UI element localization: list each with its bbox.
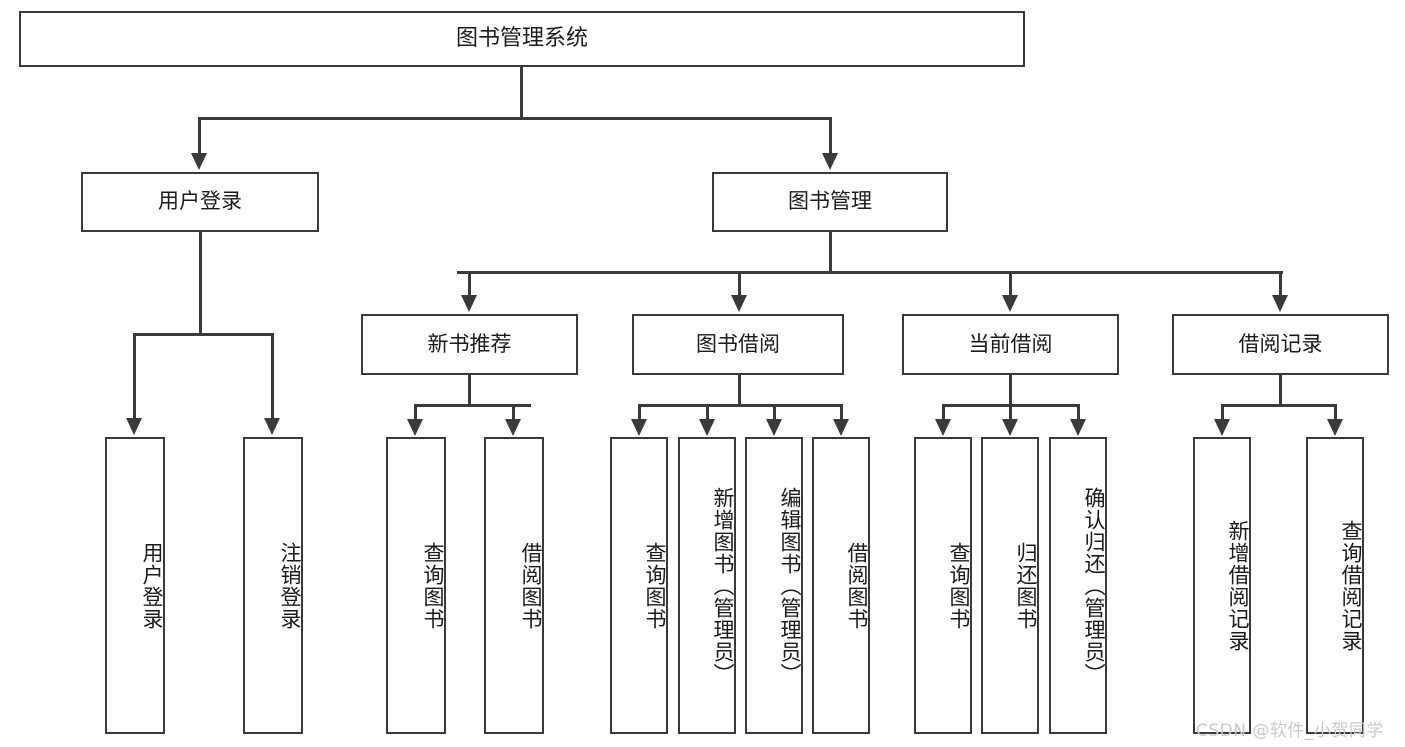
arrow-currentborrow-leaf-3 (1070, 419, 1086, 436)
node-label: 注销登录 (278, 541, 302, 630)
node-label: 借阅记录 (1238, 331, 1323, 356)
edge-bookborrow-stem (738, 375, 741, 406)
node-label: 用户登录 (140, 541, 164, 630)
edge-level3-drop-3 (1009, 271, 1012, 297)
leaf-query-book-borrow[interactable]: 查询图书 (610, 437, 668, 734)
leaf-return-book[interactable]: 归还图书 (981, 437, 1039, 734)
node-new-book-recommend[interactable]: 新书推荐 (361, 314, 578, 375)
leaf-add-book-admin[interactable]: 新增图书（管理员） (678, 437, 736, 734)
node-label: 编辑图书（管理员） (778, 486, 802, 685)
node-label: 查询图书 (947, 541, 971, 630)
edge-level3-bar (457, 271, 1283, 274)
edge-root-stem (520, 67, 523, 118)
node-label: 图书借阅 (696, 331, 780, 356)
edge-level2-drop-left (198, 117, 201, 155)
leaf-query-book-rec[interactable]: 查询图书 (386, 437, 446, 734)
node-borrow-records[interactable]: 借阅记录 (1172, 314, 1389, 375)
node-label: 借阅图书 (845, 541, 869, 630)
node-label: 查询图书 (643, 541, 667, 630)
arrow-newbook-leaf-2 (505, 419, 521, 436)
leaf-borrow-book[interactable]: 借阅图书 (812, 437, 870, 734)
arrow-bookborrow-leaf-2 (699, 419, 715, 436)
arrow-currentborrow-leaf-1 (935, 419, 951, 436)
csdn-watermark: CSDN @软件_小贺同学 (1196, 721, 1384, 741)
edge-currentborrow-stem (1009, 375, 1012, 406)
node-label: 新增图书（管理员） (711, 486, 735, 685)
edge-bookborrow-drop-4 (840, 404, 843, 421)
edge-newbook-drop-1 (414, 404, 417, 421)
node-label: 图书管理 (788, 189, 872, 214)
node-label: 查询图书 (421, 541, 445, 630)
arrow-currentborrow-leaf-2 (1002, 419, 1018, 436)
arrow-bookborrow-leaf-4 (833, 419, 849, 436)
node-label: 确认归还（管理员） (1082, 486, 1106, 685)
arrow-to-book-manage (822, 153, 838, 170)
edge-userlogin-drop-2 (271, 333, 274, 420)
edge-newbook-drop-2 (512, 404, 515, 421)
node-book-management[interactable]: 图书管理 (712, 172, 948, 232)
node-current-borrow[interactable]: 当前借阅 (902, 314, 1119, 375)
edge-userlogin-bar (134, 333, 273, 336)
node-label: 图书管理系统 (455, 25, 588, 51)
edge-userlogin-stem (199, 232, 202, 334)
edge-newbook-stem (468, 375, 471, 406)
edge-currentborrow-drop-2 (1009, 404, 1012, 421)
node-root-system[interactable]: 图书管理系统 (19, 11, 1025, 67)
node-book-borrow[interactable]: 图书借阅 (632, 314, 844, 375)
edge-borrowrecords-drop-2 (1334, 404, 1337, 421)
edge-userlogin-drop-1 (133, 333, 136, 420)
edge-bookborrow-drop-2 (706, 404, 709, 421)
leaf-query-book-current[interactable]: 查询图书 (914, 437, 972, 734)
edge-level3-drop-1 (468, 271, 471, 297)
node-user-login[interactable]: 用户登录 (81, 172, 319, 232)
edge-borrowrecords-stem (1279, 375, 1282, 406)
node-label: 新书推荐 (427, 331, 512, 356)
leaf-query-borrow-record[interactable]: 查询借阅记录 (1306, 437, 1364, 734)
arrow-to-book-borrow (731, 295, 747, 312)
arrow-to-borrow-records (1272, 295, 1288, 312)
arrow-to-current-borrow (1002, 295, 1018, 312)
leaf-logout[interactable]: 注销登录 (243, 437, 303, 734)
edge-bookborrow-drop-3 (773, 404, 776, 421)
leaf-add-borrow-record[interactable]: 新增借阅记录 (1193, 437, 1251, 734)
edge-currentborrow-drop-3 (1077, 404, 1080, 421)
node-label: 借阅图书 (519, 541, 543, 630)
leaf-confirm-return-admin[interactable]: 确认归还（管理员） (1049, 437, 1107, 734)
edge-level3-drop-4 (1279, 271, 1282, 297)
node-label: 当前借阅 (968, 331, 1053, 356)
arrow-to-user-login (191, 153, 207, 170)
arrow-to-leaf-logout (264, 418, 280, 435)
edge-bookborrow-drop-1 (638, 404, 641, 421)
edge-level2-bar (199, 117, 831, 120)
edge-borrowrecords-drop-1 (1221, 404, 1224, 421)
edge-level3-drop-2 (738, 271, 741, 297)
arrow-borrowrecords-leaf-2 (1327, 419, 1343, 436)
arrow-borrowrecords-leaf-1 (1214, 419, 1230, 436)
leaf-user-login[interactable]: 用户登录 (105, 437, 165, 734)
arrow-bookborrow-leaf-3 (766, 419, 782, 436)
leaf-edit-book-admin[interactable]: 编辑图书（管理员） (745, 437, 803, 734)
edge-newbook-bar (415, 404, 531, 407)
node-label: 用户登录 (158, 189, 242, 214)
node-label: 新增借阅记录 (1226, 519, 1250, 652)
edge-borrowrecords-bar (1222, 404, 1335, 407)
edge-level2-drop-right (829, 117, 832, 155)
arrow-to-new-book-rec (461, 295, 477, 312)
edge-bookborrow-bar (639, 404, 842, 407)
leaf-borrow-book-rec[interactable]: 借阅图书 (484, 437, 544, 734)
arrow-bookborrow-leaf-1 (631, 419, 647, 436)
node-label: 查询借阅记录 (1339, 519, 1363, 652)
arrow-to-leaf-user-login (126, 418, 142, 435)
edge-bookmgmt-stem (829, 232, 832, 273)
node-label: 归还图书 (1014, 541, 1038, 630)
arrow-newbook-leaf-1 (407, 419, 423, 436)
edge-currentborrow-drop-1 (942, 404, 945, 421)
